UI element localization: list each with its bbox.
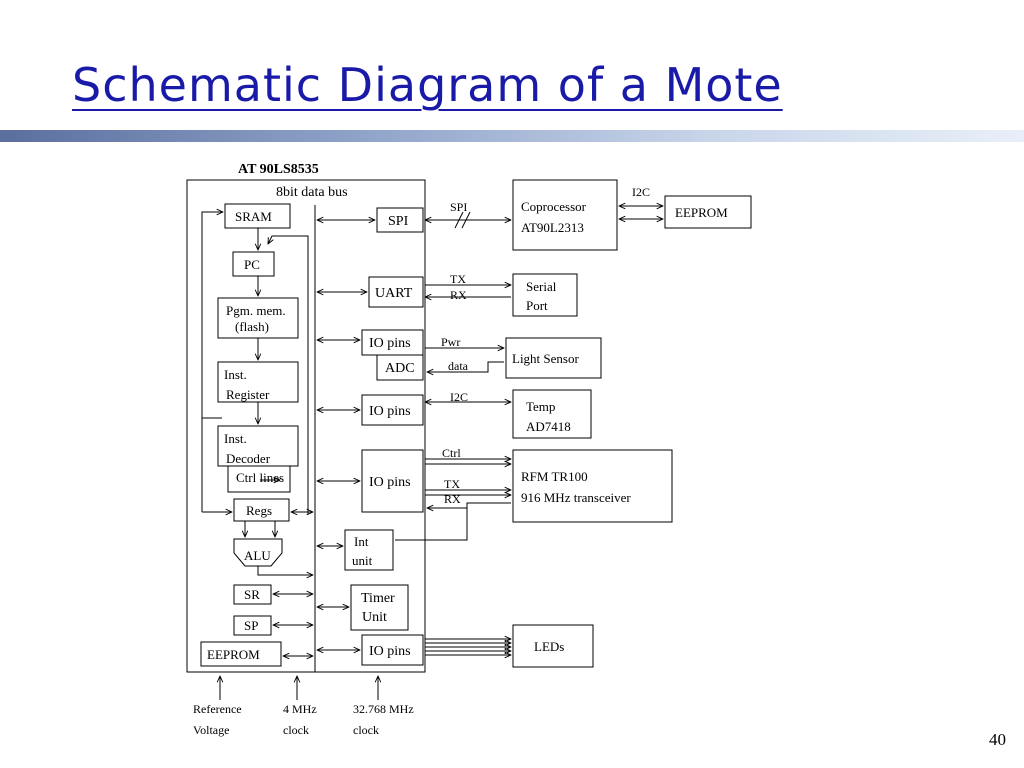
timer-unit-label-2: Unit	[362, 610, 387, 625]
signal-pwr-label: Pwr	[441, 335, 460, 349]
regs-block	[233, 498, 290, 522]
reference-voltage-label: Reference	[193, 702, 242, 716]
clock-32mhz-label-2: clock	[353, 723, 379, 737]
spi-label: SPI	[388, 214, 409, 229]
data-bus-label: 8bit data bus	[276, 185, 348, 200]
timer-unit-block	[350, 584, 409, 631]
signal-tx-label-1: TX	[450, 272, 466, 286]
page-number: 40	[989, 730, 1006, 749]
pc-block	[232, 251, 275, 277]
signal-data-label: data	[448, 359, 469, 373]
clock-4mhz-label: 4 MHz	[283, 702, 317, 716]
coprocessor-label: Coprocessor	[521, 199, 587, 214]
pgm-mem-label: Pgm. mem.	[226, 303, 286, 318]
clock-4mhz-label-2: clock	[283, 723, 309, 737]
pgm-mem-label-2: (flash)	[235, 319, 269, 334]
uart-block	[368, 276, 424, 308]
int-unit-label-2: unit	[352, 553, 373, 568]
temp-sensor-model-label: AD7418	[526, 419, 571, 434]
signal-ctrl-label: Ctrl	[442, 446, 461, 460]
chip-outline	[186, 179, 426, 673]
ctrl-lines-label: Ctrl lines	[236, 470, 284, 485]
adc-label: ADC	[385, 361, 415, 376]
title-divider	[0, 130, 1024, 142]
serial-port-label: Serial	[526, 279, 557, 294]
signal-i2c-label-1: I2C	[632, 185, 650, 199]
uart-label: UART	[375, 286, 413, 301]
external-eeprom-label: EEPROM	[675, 205, 728, 220]
temp-sensor-block	[512, 389, 592, 439]
sr-label: SR	[244, 587, 260, 602]
rfm-transceiver-label: RFM TR100	[521, 469, 588, 484]
adc-block	[376, 354, 424, 381]
io-pins-block-4	[361, 634, 424, 666]
connections	[201, 206, 663, 700]
temp-sensor-label: Temp	[526, 399, 555, 414]
io-pins-block-2	[361, 394, 424, 426]
sp-block	[233, 615, 272, 636]
spi-block	[376, 207, 424, 233]
signal-tx-label-2: TX	[444, 477, 460, 491]
io-pins-label-4: IO pins	[369, 644, 411, 659]
slide-title: Schematic Diagram of a Mote	[72, 58, 783, 112]
int-unit-block	[344, 529, 394, 571]
external-eeprom-block	[664, 195, 752, 229]
serial-port-label-2: Port	[526, 298, 548, 313]
light-sensor-label: Light Sensor	[512, 351, 579, 366]
coprocessor-block	[512, 179, 618, 251]
rfm-transceiver-block	[512, 449, 673, 523]
inst-register-label-2: Register	[226, 387, 270, 402]
chip-name-label: AT 90LS8535	[238, 162, 319, 177]
ctrl-lines-box	[227, 465, 291, 493]
regs-label: Regs	[246, 503, 272, 518]
inst-decoder-label: Inst.	[224, 431, 247, 446]
clock-32mhz-label: 32.768 MHz	[353, 702, 414, 716]
io-pins-block-3	[361, 449, 424, 513]
mote-schematic: AT 90LS8535 8bit data bus SRAM PC Pgm. m…	[186, 162, 752, 737]
leds-label: LEDs	[534, 639, 564, 654]
leds-block	[512, 624, 594, 668]
serial-port-block	[512, 273, 578, 317]
alu-block	[233, 538, 283, 567]
sp-label: SP	[244, 618, 258, 633]
alu-label: ALU	[244, 548, 271, 563]
internal-eeprom-block	[200, 641, 282, 667]
inst-register-label: Inst.	[224, 367, 247, 382]
int-unit-label: Int	[354, 534, 369, 549]
rfm-transceiver-freq-label: 916 MHz transceiver	[521, 490, 631, 505]
io-pins-label-1: IO pins	[369, 336, 411, 351]
light-sensor-block	[505, 337, 602, 379]
signal-rx-label-2: RX	[444, 492, 461, 506]
signal-spi-label: SPI	[450, 200, 467, 214]
reference-voltage-label-2: Voltage	[193, 723, 229, 737]
io-pins-label-3: IO pins	[369, 475, 411, 490]
timer-unit-label: Timer	[361, 591, 395, 606]
sram-label: SRAM	[235, 209, 272, 224]
signal-i2c-label-2: I2C	[450, 390, 468, 404]
signal-rx-label-1: RX	[450, 288, 467, 302]
pc-label: PC	[244, 257, 260, 272]
io-pins-label-2: IO pins	[369, 404, 411, 419]
sr-block	[233, 584, 272, 605]
coprocessor-model-label: AT90L2313	[521, 220, 584, 235]
internal-eeprom-label: EEPROM	[207, 647, 260, 662]
inst-decoder-label-2: Decoder	[226, 451, 271, 466]
